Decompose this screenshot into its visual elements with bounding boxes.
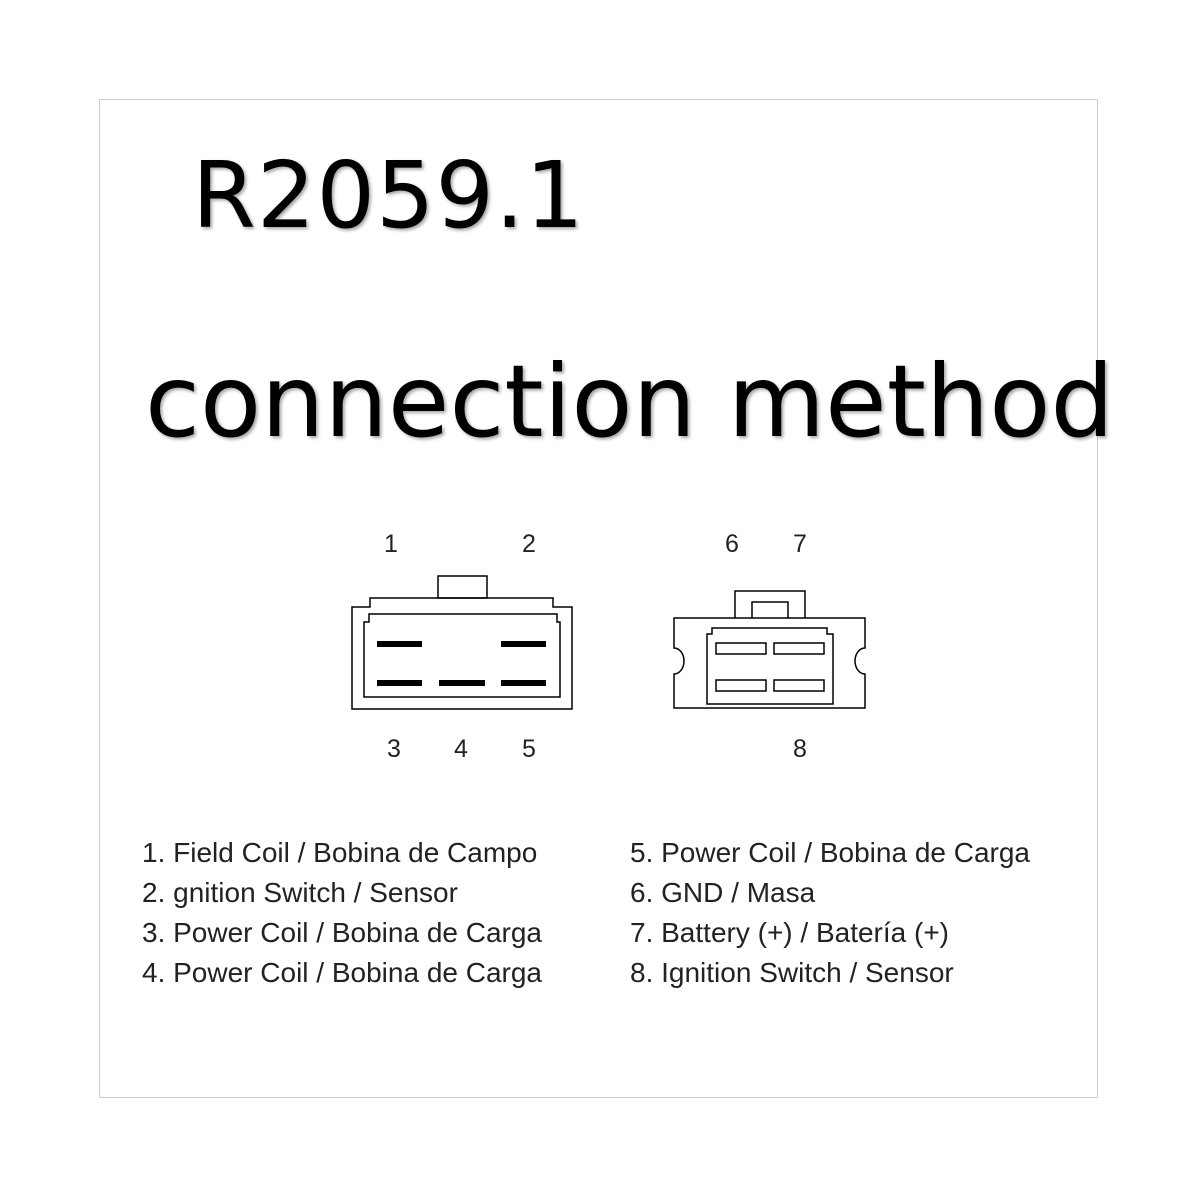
terminal-6 xyxy=(715,642,767,655)
model-title: R2059.1 xyxy=(192,142,585,249)
terminal-3 xyxy=(377,680,422,686)
connector-5-terminals xyxy=(377,641,546,686)
legend-left: 1. Field Coil / Bobina de Campo 2. gniti… xyxy=(142,833,542,993)
terminal-7 xyxy=(773,642,825,655)
pin-label-1: 1 xyxy=(384,530,398,558)
pin-label-2: 2 xyxy=(522,530,536,558)
terminal-8a xyxy=(715,679,767,692)
legend-item: 3. Power Coil / Bobina de Carga xyxy=(142,917,542,948)
pin-label-3: 3 xyxy=(387,735,401,763)
terminal-5 xyxy=(501,680,546,686)
pin-label-6: 6 xyxy=(725,530,739,558)
pin-label-4: 4 xyxy=(454,735,468,763)
connector-5-latch xyxy=(437,575,488,599)
connector-5-pin xyxy=(351,575,573,710)
page-subtitle: connection method xyxy=(145,343,1114,460)
connector-4-inner xyxy=(706,627,834,705)
connector-4-outline xyxy=(673,617,866,709)
connector-5-outline xyxy=(351,597,573,710)
terminal-8b xyxy=(773,679,825,692)
legend-item: 7. Battery (+) / Batería (+) xyxy=(630,917,950,948)
pin-label-5: 5 xyxy=(522,735,536,763)
pin-label-8: 8 xyxy=(793,735,807,763)
legend-item: 4. Power Coil / Bobina de Carga xyxy=(142,957,542,988)
legend-item: 2. gnition Switch / Sensor xyxy=(142,877,458,908)
pin-label-7: 7 xyxy=(793,530,807,558)
connector-4-latch xyxy=(734,590,806,618)
connector-5-inner xyxy=(363,613,561,698)
legend-item: 6. GND / Masa xyxy=(630,877,816,908)
connector-4-pin xyxy=(673,590,866,709)
terminal-2 xyxy=(501,641,546,647)
legend-item: 8. Ignition Switch / Sensor xyxy=(630,957,954,988)
legend-item: 5. Power Coil / Bobina de Carga xyxy=(630,837,1030,868)
legend-right: 5. Power Coil / Bobina de Carga 6. GND /… xyxy=(630,833,1030,993)
image-frame xyxy=(99,99,1098,1098)
terminal-4 xyxy=(439,680,485,686)
terminal-1 xyxy=(377,641,422,647)
legend-item: 1. Field Coil / Bobina de Campo xyxy=(142,837,538,868)
